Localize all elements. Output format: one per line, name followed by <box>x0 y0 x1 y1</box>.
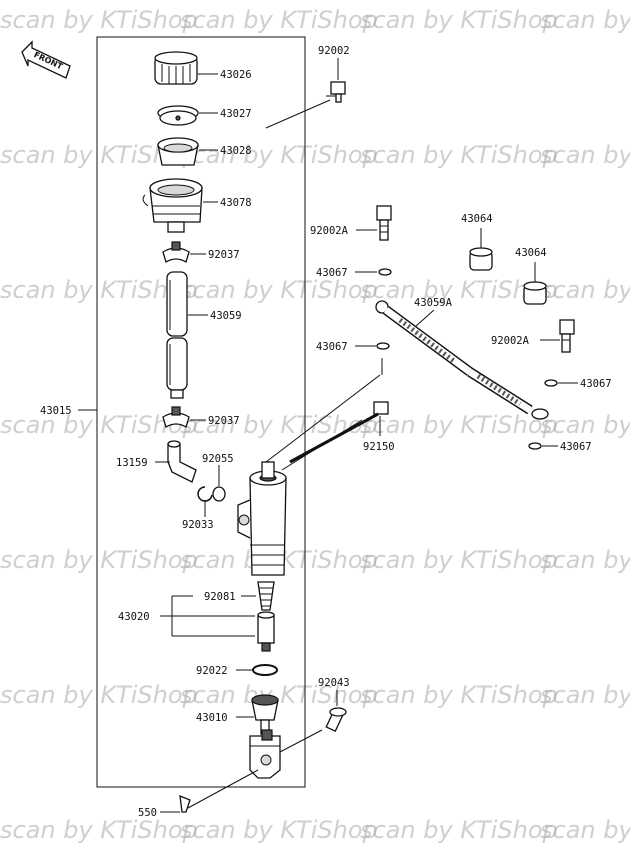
watermark-text: scan by KTiShop <box>360 816 558 844</box>
hose-clamp-bottom <box>162 406 190 428</box>
label-43064-b: 43064 <box>515 247 547 259</box>
washer-43067-c <box>544 379 558 387</box>
label-550: 550 <box>138 807 157 819</box>
label-92002A-upper: 92002A <box>310 225 349 237</box>
label-92037-top: 92037 <box>208 249 240 261</box>
watermark-text: scan by KTiShop <box>0 681 198 709</box>
label-43067-d: 43067 <box>560 441 592 453</box>
watermark-text: scan by KTiShop <box>180 411 378 439</box>
watermark-text: scan by KTiShop <box>0 546 198 574</box>
watermark-text: scan by KTiShop <box>0 276 198 304</box>
circlip-92033 <box>197 486 213 502</box>
watermark-text: scan by KTiShop <box>180 816 378 844</box>
watermark-text: scan by KTiShop <box>180 141 378 169</box>
watermark-text: scan by KTiShop <box>360 6 558 34</box>
watermark-text: scan by KTiShop <box>540 411 630 439</box>
watermark-text: scan by KTiShop <box>360 546 558 574</box>
piston <box>257 611 275 652</box>
label-92022: 92022 <box>196 665 228 677</box>
watermark-text: scan by KTiShop <box>0 6 198 34</box>
push-rod-boot <box>251 694 279 735</box>
watermark-text: scan by KTiShop <box>360 411 558 439</box>
reservoir-cap <box>154 51 198 85</box>
watermark-text: scan by KTiShop <box>540 816 630 844</box>
label-43064-a: 43064 <box>461 213 493 225</box>
clevis <box>249 729 281 779</box>
label-43067-c: 43067 <box>580 378 612 390</box>
diaphragm-plate <box>157 105 199 126</box>
master-cylinder-body <box>237 461 287 576</box>
label-92002A-lower: 92002A <box>491 335 530 347</box>
sleeve-43064-b <box>523 281 547 305</box>
label-92150: 92150 <box>363 441 395 453</box>
assembly-box <box>96 36 306 788</box>
watermark-text: scan by KTiShop <box>540 276 630 304</box>
watermark-text: scan by KTiShop <box>180 681 378 709</box>
o-ring-92055 <box>212 486 226 502</box>
sleeve-43064-a <box>469 247 493 271</box>
label-43078: 43078 <box>220 197 252 209</box>
label-92002: 92002 <box>318 45 350 57</box>
washer-43067-a <box>378 268 392 276</box>
hose-clamp-top <box>162 241 190 263</box>
bolt-92002A-upper <box>376 205 392 241</box>
watermark-text: scan by KTiShop <box>0 816 198 844</box>
washer-43067-b <box>376 342 390 350</box>
label-43067-a: 43067 <box>316 267 348 279</box>
piston-spring <box>257 581 275 611</box>
label-92055: 92055 <box>202 453 234 465</box>
elbow-fitting <box>167 440 197 483</box>
bolt-92002 <box>326 81 346 103</box>
watermark-text: scan by KTiShop <box>360 141 558 169</box>
reservoir-hose <box>166 271 188 399</box>
label-43059: 43059 <box>210 310 242 322</box>
brake-hose <box>375 300 549 420</box>
bolt-92150 <box>289 401 389 464</box>
watermark-text: scan by KTiShop <box>540 6 630 34</box>
label-92033: 92033 <box>182 519 214 531</box>
front-arrow-icon: FRONT <box>21 40 71 79</box>
watermark-text: scan by KTiShop <box>180 6 378 34</box>
watermark-text: scan by KTiShop <box>540 546 630 574</box>
watermark-text: scan by KTiShop <box>540 681 630 709</box>
label-43059A: 43059A <box>414 297 453 309</box>
label-92081: 92081 <box>204 591 236 603</box>
label-43010: 43010 <box>196 712 228 724</box>
label-13159: 13159 <box>116 457 148 469</box>
label-43027: 43027 <box>220 108 252 120</box>
diaphragm <box>157 137 199 166</box>
clevis-pin <box>325 707 347 733</box>
label-43067-b: 43067 <box>316 341 348 353</box>
watermark-text: scan by KTiShop <box>360 681 558 709</box>
watermark-text: scan by KTiShop <box>540 141 630 169</box>
label-43026: 43026 <box>220 69 252 81</box>
label-43020: 43020 <box>118 611 150 623</box>
cotter-pin <box>179 794 191 813</box>
label-92037-bottom: 92037 <box>208 415 240 427</box>
washer-43067-d <box>528 442 542 450</box>
circlip-92022 <box>252 664 278 676</box>
label-92043: 92043 <box>318 677 350 689</box>
watermark-text: scan by KTiShop <box>180 276 378 304</box>
bolt-92002A-lower <box>559 319 575 353</box>
label-43028: 43028 <box>220 145 252 157</box>
label-43015: 43015 <box>40 405 72 417</box>
reservoir <box>142 178 203 233</box>
